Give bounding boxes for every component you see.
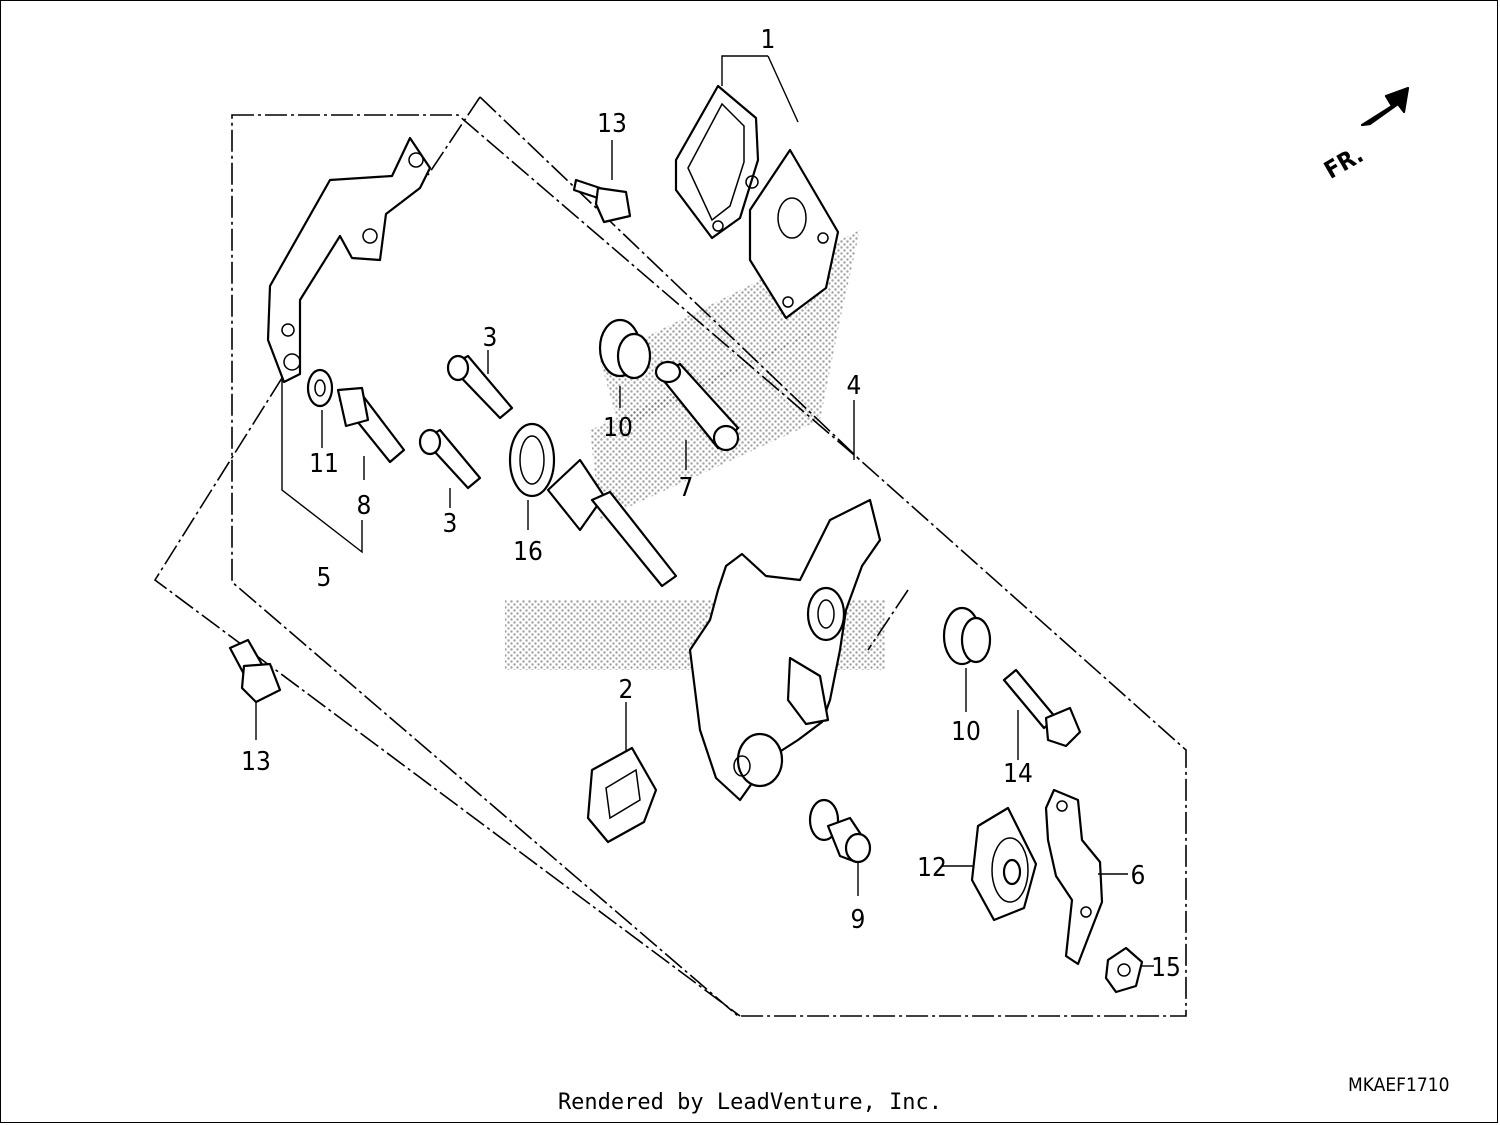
callout-8: 8 (357, 491, 372, 521)
slide-pins (418, 354, 514, 490)
callout-3-bottom: 3 (443, 509, 458, 539)
footer-credit: Rendered by LeadVenture, Inc. (557, 1090, 943, 1115)
callout-14: 14 (1003, 759, 1033, 789)
leader-lines (255, 55, 1154, 967)
callout-16: 16 (513, 537, 543, 567)
front-direction-arrow: FR. (1319, 86, 1410, 185)
boot-and-sleeve (598, 318, 740, 452)
flange-bolt-bottom (228, 638, 282, 704)
callout-7: 7 (679, 473, 694, 503)
caliper-body (688, 498, 882, 802)
direction-marker: FR. (1319, 140, 1368, 184)
callout-10-bottom: 10 (951, 717, 981, 747)
caliper-bracket (266, 136, 432, 384)
callout-2: 2 (619, 675, 634, 705)
boot-nine (808, 798, 872, 864)
callout-4: 4 (847, 371, 862, 401)
callout-12: 12 (917, 853, 947, 883)
callout-6: 6 (1131, 861, 1146, 891)
piston-seal (508, 422, 678, 588)
callout-5: 5 (317, 563, 332, 593)
callout-9: 9 (851, 905, 866, 935)
callout-1: 1 (761, 25, 776, 55)
callout-11: 11 (309, 449, 339, 479)
callout-15: 15 (1151, 953, 1181, 983)
boot-and-bolt-right (942, 606, 1082, 748)
callout-13-bottom: 13 (241, 747, 271, 777)
flange-bolt-top (572, 178, 632, 224)
callout-13-top: 13 (597, 109, 627, 139)
callout-10-top: 10 (603, 413, 633, 443)
group-outline (153, 96, 1187, 1017)
washer-and-pin (306, 368, 406, 464)
bracket-six (1044, 788, 1104, 966)
pulley-wheel (970, 806, 1038, 922)
callout-labels: 1 13 3 10 4 11 8 3 7 16 5 2 10 13 14 12 … (241, 25, 1181, 983)
diagram-code: MKAEF1710 (1348, 1074, 1450, 1096)
callout-3-top: 3 (483, 323, 498, 353)
flange-nut (1104, 946, 1144, 994)
pad-spring (586, 746, 658, 844)
brake-pad-set (674, 84, 840, 320)
